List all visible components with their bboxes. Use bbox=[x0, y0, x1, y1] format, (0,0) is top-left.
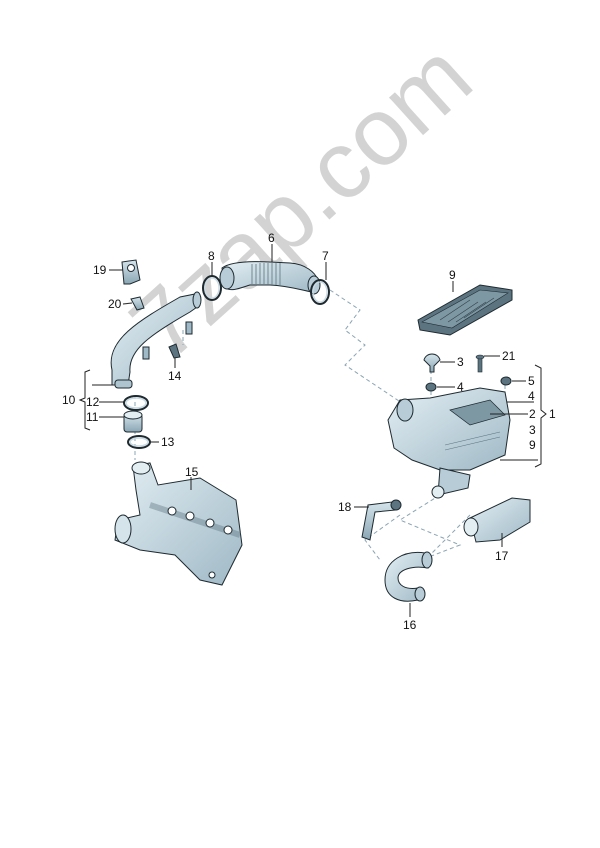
label-11: 11 bbox=[86, 410, 99, 424]
label-17: 17 bbox=[495, 549, 509, 563]
label-13: 13 bbox=[161, 435, 175, 449]
label-16: 16 bbox=[403, 618, 417, 632]
bolt-20-icon[interactable] bbox=[130, 296, 145, 311]
bend-hose-16-icon[interactable] bbox=[384, 551, 433, 602]
bolt-14-icon[interactable] bbox=[168, 343, 181, 359]
label-20: 20 bbox=[108, 297, 122, 311]
label-4-grommet: 4 bbox=[457, 380, 464, 394]
drain-hose-18-icon[interactable] bbox=[361, 499, 402, 541]
assembly-lines bbox=[134, 289, 506, 571]
label-8: 8 bbox=[208, 249, 215, 263]
label-10: 10 bbox=[62, 393, 76, 407]
bracket-19-icon[interactable] bbox=[121, 259, 141, 285]
label-6: 6 bbox=[268, 231, 275, 245]
plug-3-icon[interactable] bbox=[423, 353, 441, 373]
label-3-set: 3 bbox=[529, 423, 536, 437]
label-5: 5 bbox=[528, 374, 535, 388]
label-15: 15 bbox=[185, 465, 199, 479]
clamp-8-icon[interactable] bbox=[202, 275, 222, 301]
filter-cover-9-icon[interactable] bbox=[417, 284, 513, 336]
label-1: 1 bbox=[549, 407, 556, 421]
label-21: 21 bbox=[502, 349, 516, 363]
grommet-4-icon[interactable] bbox=[425, 382, 437, 392]
leader-lines bbox=[78, 244, 547, 617]
clamp-7-icon[interactable] bbox=[310, 279, 330, 305]
label-2: 2 bbox=[529, 407, 536, 421]
screw-21-icon[interactable] bbox=[475, 354, 485, 373]
label-7: 7 bbox=[322, 249, 329, 263]
label-9-cover: 9 bbox=[449, 268, 456, 282]
intake-pipe-10-icon[interactable] bbox=[110, 291, 202, 389]
intake-duct-17-icon[interactable] bbox=[463, 497, 531, 543]
clamp-13-icon[interactable] bbox=[127, 435, 151, 449]
label-4-set: 4 bbox=[528, 389, 535, 403]
grommet-5-icon[interactable] bbox=[500, 376, 512, 386]
label-19: 19 bbox=[93, 263, 107, 277]
label-9-set: 9 bbox=[529, 438, 536, 452]
clamp-12-icon[interactable] bbox=[123, 395, 149, 411]
label-18: 18 bbox=[338, 500, 352, 514]
sleeve-11-icon[interactable] bbox=[123, 410, 143, 433]
label-14: 14 bbox=[168, 369, 182, 383]
turbocharger-15-icon[interactable] bbox=[114, 461, 243, 586]
air-filter-housing-1-icon[interactable] bbox=[387, 387, 511, 499]
label-12: 12 bbox=[86, 395, 100, 409]
corrugated-hose-6-icon[interactable] bbox=[219, 261, 321, 295]
label-3-plug: 3 bbox=[457, 355, 464, 369]
